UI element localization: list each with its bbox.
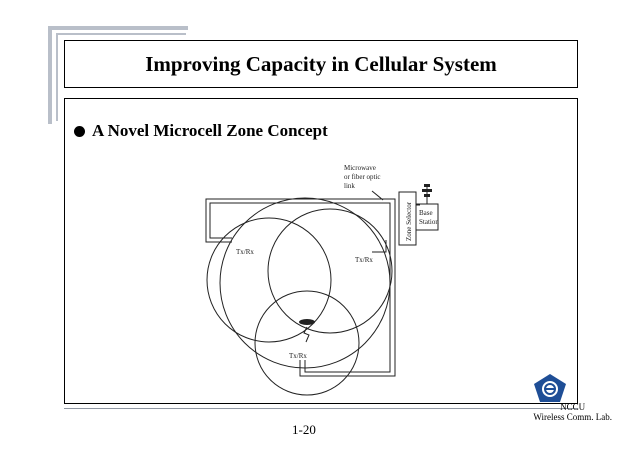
link-cable-top-2 (205, 198, 396, 243)
bullet-row: A Novel Microcell Zone Concept (74, 121, 328, 141)
frame-shadow-left-inner (56, 33, 58, 121)
link-cable-right-2 (299, 212, 396, 377)
mobile-car-icon (299, 319, 315, 343)
frame-shadow-top-inner (56, 33, 186, 35)
nccu-logo-icon (534, 374, 566, 402)
link-label-line-1: Microwave (344, 164, 376, 172)
org-line-1: NCCU (560, 402, 586, 412)
zone-label-right: Tx/Rx (355, 256, 373, 264)
link-cable-right (304, 212, 391, 373)
frame-shadow-top (48, 26, 188, 30)
zone-label-bottom: Tx/Rx (289, 352, 307, 360)
base-station-label-line-1: Base (419, 209, 433, 217)
page-number: 1-20 (292, 422, 316, 437)
zone-label-left: Tx/Rx (236, 248, 254, 256)
cell-outer-circle (219, 197, 391, 369)
bullet-dot-icon (74, 125, 85, 137)
slide-title: Improving Capacity in Cellular System (145, 51, 497, 76)
link-label-line-3: link (344, 182, 355, 190)
link-pointer (371, 190, 384, 201)
link-label-line-2: or fiber optic (344, 173, 381, 181)
base-station-box (415, 203, 439, 231)
antenna-icon (422, 184, 432, 197)
zone-selector-label: Zone Selector (405, 201, 413, 241)
link-cable-mid (372, 240, 387, 253)
title-box: Improving Capacity in Cellular System (64, 40, 578, 88)
zone-circle-right (267, 208, 393, 334)
zone-circle-left (206, 217, 332, 343)
bullet-text: A Novel Microcell Zone Concept (92, 121, 328, 140)
lab-name: NCCU Wireless Comm. Lab. (533, 402, 612, 422)
content-box (64, 98, 578, 404)
link-cable-top (209, 202, 391, 239)
org-line-2: Wireless Comm. Lab. (533, 412, 612, 422)
frame-shadow-left (48, 26, 52, 124)
base-station-label-line-2: Station (419, 218, 439, 226)
zone-circle-bottom (254, 290, 360, 396)
footer-line (64, 408, 578, 409)
